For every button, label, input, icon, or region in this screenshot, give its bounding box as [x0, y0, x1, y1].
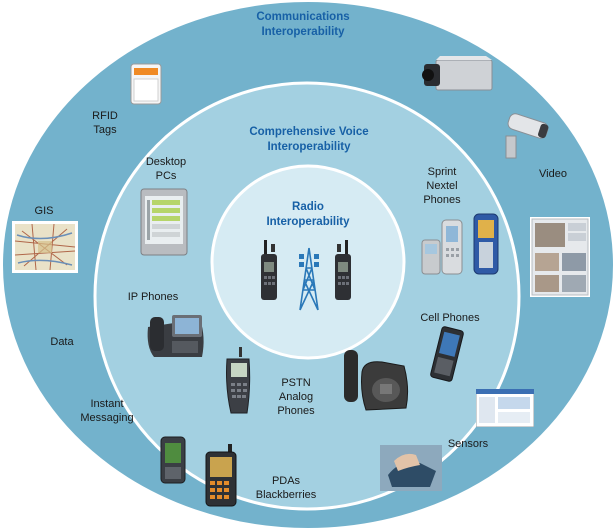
pstn-desk-phone-icon: [342, 348, 412, 414]
sensors-label: Sensors: [447, 438, 489, 450]
pstn-line1: PSTN: [281, 377, 311, 389]
instant-messaging-label: Instant Messaging: [72, 397, 142, 425]
desktop-pcs-label: Desktop PCs: [136, 155, 196, 183]
pdas-line1: PDAs: [271, 475, 301, 487]
rfid-tags-label: RFID Tags: [80, 109, 130, 137]
outer-title-line1: Communications: [256, 11, 350, 23]
middle-title-line2: Interoperability: [267, 141, 351, 153]
cell-phones-label: Cell Phones: [420, 312, 480, 324]
sprint-line1: Sprint: [427, 166, 457, 178]
radio-right-icon: [333, 240, 353, 302]
pdas-blackberries-label: PDAs Blackberries: [244, 474, 328, 502]
rfid-line2: Tags: [93, 124, 117, 136]
pda-icon: [159, 435, 187, 485]
middle-ring-title: Comprehensive Voice Interoperability: [226, 125, 392, 155]
ip-phone-icon: [144, 307, 208, 359]
inner-ring: [210, 164, 406, 360]
video-conference-screen-icon: [530, 217, 590, 297]
sprint-nextel-phones-label: Sprint Nextel Phones: [412, 165, 472, 207]
pstn-analog-phones-label: PSTN Analog Phones: [268, 376, 324, 418]
pstn-cordless-phone-icon: [221, 347, 257, 417]
inner-title-line2: Interoperability: [266, 216, 350, 228]
outer-ring-title: Communications Interoperability: [230, 10, 376, 40]
gis-map-icon: [12, 221, 78, 273]
sprint-line3: Phones: [423, 194, 461, 206]
gis-label: GIS: [34, 205, 54, 217]
radio-left-icon: [259, 240, 279, 302]
blackberry-icon: [204, 444, 238, 508]
sprint-nextel-phones-icon: [420, 212, 502, 278]
sprint-line2: Nextel: [426, 180, 458, 192]
video-camera-icon: [420, 56, 496, 94]
sensor-device-icon: [380, 445, 442, 491]
sensor-dashboard-screen-icon: [476, 389, 534, 427]
data-label: Data: [50, 336, 74, 348]
video-label: Video: [539, 168, 567, 180]
pdas-line2: Blackberries: [255, 489, 317, 501]
rfid-line1: RFID: [92, 110, 118, 122]
desktop-line2: PCs: [155, 170, 177, 182]
pstn-line2: Analog: [278, 391, 314, 403]
desktop-line1: Desktop: [145, 156, 187, 168]
middle-title-line1: Comprehensive Voice: [249, 126, 369, 138]
inner-title-line1: Radio: [292, 201, 324, 213]
desktop-pc-screen-icon: [140, 188, 188, 256]
cell-phone-icon: [428, 326, 466, 382]
pstn-line3: Phones: [277, 405, 315, 417]
im-line1: Instant: [90, 398, 124, 410]
security-camera-icon: [500, 108, 552, 160]
outer-title-line2: Interoperability: [261, 26, 345, 38]
radio-tower-icon: [296, 246, 322, 312]
ip-phones-label: IP Phones: [127, 291, 179, 303]
im-line2: Messaging: [80, 412, 134, 424]
inner-ring-title: Radio Interoperability: [250, 200, 366, 230]
rfid-tag-icon: [130, 63, 162, 105]
